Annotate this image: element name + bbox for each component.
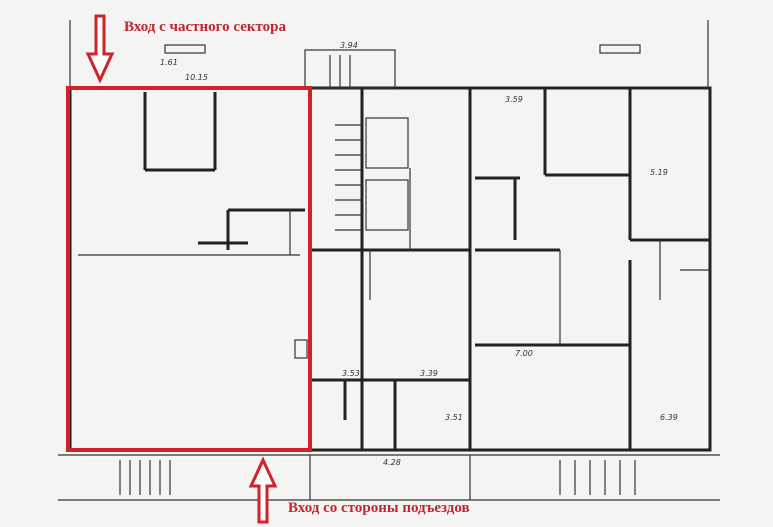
dimension-label: 3.51 (445, 413, 463, 422)
dimension-label: 7.00 (515, 349, 533, 358)
dimension-label: 3.59 (505, 95, 523, 104)
dimension-label: 3.94 (340, 41, 358, 50)
top-entrance-label: Вход с частного сектора (124, 19, 287, 35)
dimension-label: 6.39 (660, 413, 678, 422)
building-walls (58, 20, 720, 501)
arrow-up-icon (248, 456, 278, 524)
dimension-label: 1.61 (160, 58, 178, 67)
dimension-label: 3.53 (342, 369, 360, 378)
dimension-label: 5.19 (650, 168, 668, 177)
bottom-entrance-label: Вход со стороны подъездов (288, 500, 470, 516)
dimension-label: 3.39 (420, 369, 438, 378)
arrow-down-icon (85, 14, 115, 84)
dimension-label: 4.28 (383, 458, 401, 467)
highlighted-premises (66, 86, 312, 452)
dimension-label: 10.15 (185, 73, 208, 82)
